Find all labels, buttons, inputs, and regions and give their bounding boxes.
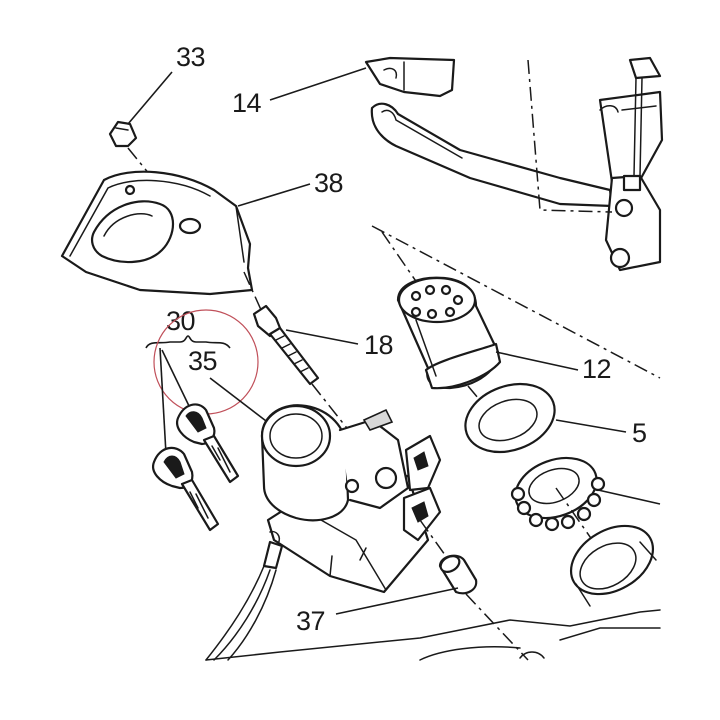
axis-line-bolt — [243, 271, 263, 313]
label-18: 18 — [364, 330, 393, 360]
leader-30-a — [159, 347, 167, 455]
label-37: 37 — [296, 606, 325, 636]
axis-line-lever — [527, 59, 613, 213]
label-35: 35 — [188, 346, 217, 376]
leader-37 — [335, 587, 459, 615]
leader-bearing — [597, 489, 661, 505]
bracket-30 — [145, 335, 231, 349]
part-5-washer — [464, 382, 556, 454]
axis-line-37-lower — [465, 593, 529, 661]
label-12: 12 — [582, 354, 611, 384]
part-38-cover — [60, 170, 254, 296]
part-12-cylinder — [396, 276, 502, 390]
leader-30-b — [161, 349, 191, 409]
label-14: 14 — [232, 88, 262, 118]
label-30: 30 — [166, 306, 195, 336]
part-18-bolt — [252, 304, 320, 386]
leader-12 — [495, 351, 579, 371]
leader-33 — [127, 71, 173, 125]
label-33-partial: 33 — [176, 42, 205, 72]
axis-line-37 — [419, 519, 451, 563]
leader-35 — [209, 377, 271, 425]
ignition-lock-assembly — [260, 404, 442, 594]
brake-lever-assembly — [370, 56, 664, 272]
part-14-clamp — [364, 56, 456, 98]
screw-33 — [108, 120, 138, 148]
leader-5 — [555, 419, 627, 433]
part-37-sleeve — [438, 554, 478, 595]
wiring-harness — [205, 540, 284, 661]
leader-18 — [285, 329, 359, 345]
label-38: 38 — [314, 168, 343, 198]
leader-14 — [269, 67, 367, 101]
leader-38 — [237, 183, 311, 207]
key-lower — [152, 446, 220, 532]
axis-line-reservoir — [371, 225, 661, 379]
label-5: 5 — [632, 418, 647, 448]
key-upper — [176, 403, 240, 484]
frame-lower-section — [205, 524, 661, 661]
